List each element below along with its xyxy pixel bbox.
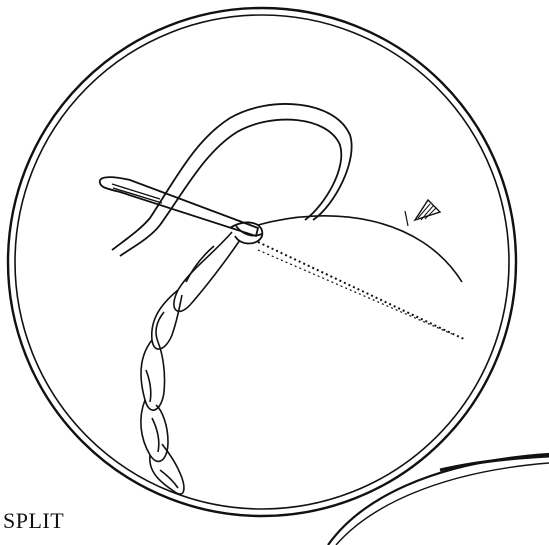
needle xyxy=(100,177,258,236)
second-hoop-partial xyxy=(328,454,549,545)
line-tick xyxy=(405,211,408,226)
point-a-marker: A xyxy=(415,200,440,226)
caption: SPLIT xyxy=(3,508,64,534)
fabric-line xyxy=(258,216,462,282)
embroidery-hoop xyxy=(8,8,516,516)
dotted-guide xyxy=(258,242,466,340)
stitch-chain xyxy=(141,232,240,494)
